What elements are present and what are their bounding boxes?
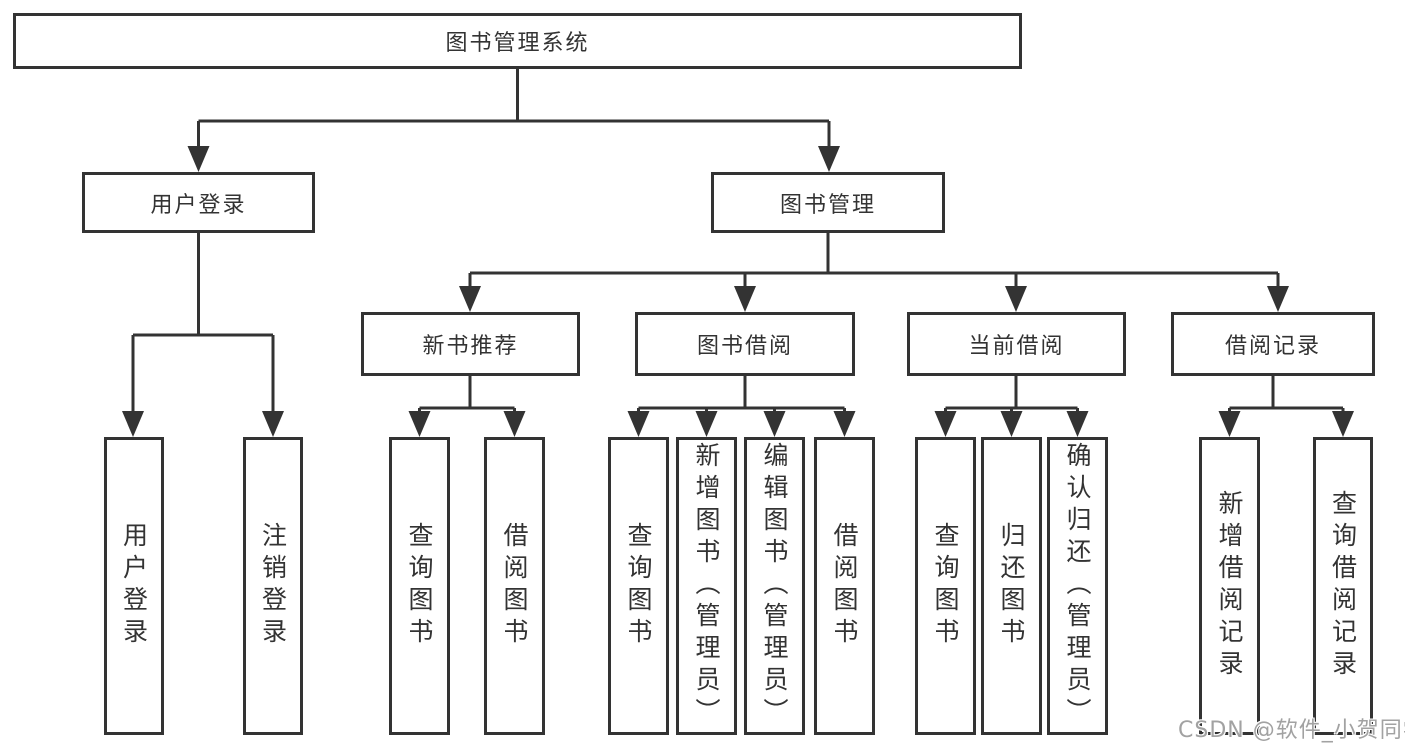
- node-query-books-3: 查询图书: [915, 437, 976, 735]
- node-query-borrow-record-label: 查询借阅记录: [1328, 490, 1358, 682]
- node-user-login-action: 用户登录: [104, 437, 164, 735]
- node-user-login-label: 用户登录: [150, 192, 247, 218]
- node-new-book-recommend: 新书推荐: [361, 312, 580, 376]
- node-confirm-return-admin-label: 确认归还（管理员）: [1063, 442, 1092, 730]
- node-book-management: 图书管理: [711, 172, 945, 233]
- node-current-borrow: 当前借阅: [907, 312, 1126, 376]
- node-borrow-book-1: 借阅图书: [484, 437, 545, 735]
- node-book-borrow-label: 图书借阅: [696, 334, 793, 359]
- node-add-borrow-record: 新增借阅记录: [1199, 437, 1260, 735]
- node-current-borrow-label: 当前借阅: [968, 334, 1065, 359]
- node-add-book-admin-label: 新增图书（管理员）: [692, 442, 721, 730]
- node-return-book: 归还图书: [981, 437, 1042, 735]
- node-query-books-2-label: 查询图书: [624, 522, 653, 650]
- node-borrow-records-label: 借阅记录: [1224, 334, 1321, 359]
- node-book-borrow: 图书借阅: [635, 312, 855, 376]
- node-edit-book-admin: 编辑图书（管理员）: [744, 437, 805, 735]
- node-user-login: 用户登录: [82, 172, 315, 233]
- node-borrow-records: 借阅记录: [1171, 312, 1375, 376]
- node-query-borrow-record: 查询借阅记录: [1313, 437, 1373, 735]
- node-confirm-return-admin: 确认归还（管理员）: [1047, 437, 1108, 735]
- node-user-login-action-label: 用户登录: [119, 522, 149, 650]
- node-book-management-label: 图书管理: [779, 192, 876, 218]
- node-logout-action-label: 注销登录: [258, 522, 288, 650]
- node-add-borrow-record-label: 新增借阅记录: [1215, 490, 1244, 682]
- node-new-book-recommend-label: 新书推荐: [422, 334, 519, 359]
- node-query-books-3-label: 查询图书: [931, 522, 960, 650]
- node-query-books-2: 查询图书: [608, 437, 669, 735]
- node-query-books-1: 查询图书: [389, 437, 450, 735]
- node-borrow-book-2-label: 借阅图书: [830, 522, 859, 650]
- node-query-books-1-label: 查询图书: [405, 522, 434, 650]
- node-root-label: 图书管理系统: [445, 31, 590, 56]
- csdn-watermark: CSDN @软件_小贺同学: [1178, 718, 1405, 743]
- node-edit-book-admin-label: 编辑图书（管理员）: [760, 442, 789, 730]
- node-add-book-admin: 新增图书（管理员）: [676, 437, 737, 735]
- node-root: 图书管理系统: [13, 13, 1022, 69]
- node-borrow-book-2: 借阅图书: [814, 437, 875, 735]
- node-logout-action: 注销登录: [243, 437, 303, 735]
- node-return-book-label: 归还图书: [997, 522, 1026, 650]
- node-borrow-book-1-label: 借阅图书: [500, 522, 529, 650]
